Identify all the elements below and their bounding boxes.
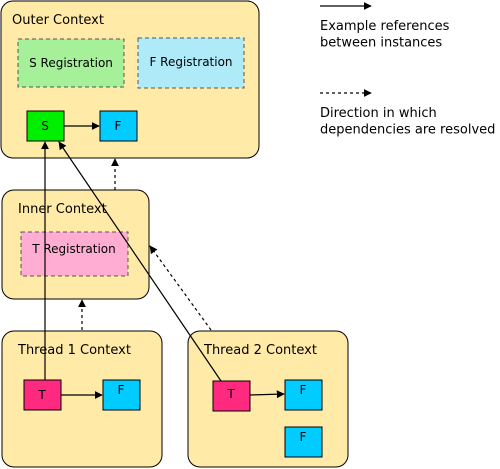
f-instance-thread1 xyxy=(102,379,141,411)
inner-context: Inner Context T Registration xyxy=(1,189,150,300)
f-instance-outer-label: F xyxy=(115,119,122,133)
outer-context-title: Outer Context xyxy=(12,13,104,28)
s-registration-label: S Registration xyxy=(29,56,113,70)
reference-arrows xyxy=(41,122,285,399)
inner-context-title: Inner Context xyxy=(18,202,107,217)
s-registration-box xyxy=(17,38,125,88)
t-instance-thread1-label: T xyxy=(37,388,46,402)
thread2-context-title: Thread 2 Context xyxy=(203,343,317,358)
t-instance-thread2 xyxy=(212,380,251,412)
f-registration-label: F Registration xyxy=(149,55,232,69)
f-instance-outer xyxy=(99,110,138,142)
thread1-context-title: Thread 1 Context xyxy=(17,343,131,358)
f-instance-thread2-b xyxy=(284,426,323,458)
f-instance-thread2-a xyxy=(284,379,323,411)
arrow-thread2-to-inner xyxy=(149,245,212,331)
t-instance-thread2-label: T xyxy=(226,387,235,401)
t-registration-label: T Registration xyxy=(31,242,116,256)
t-registration-box xyxy=(20,231,129,277)
s-instance-label: S xyxy=(41,119,49,133)
legend-text-line: dependencies are resolved xyxy=(320,122,495,137)
legend-text-line: Direction in which xyxy=(320,106,437,121)
resolution-arrows xyxy=(78,158,212,331)
legend-text-line: Example references xyxy=(320,19,450,34)
legend-text-line: between instances xyxy=(320,35,442,50)
thread1-context: Thread 1 Context T F xyxy=(1,330,163,468)
arrow-t2-to-f xyxy=(249,390,285,399)
thread1-context-box xyxy=(1,330,163,468)
f-instance-thread2-b-label: F xyxy=(300,430,307,444)
t-instance-thread1 xyxy=(23,379,62,411)
thread2-context: Thread 2 Context T F F xyxy=(187,330,349,468)
f-registration-box xyxy=(137,37,245,89)
s-instance xyxy=(26,110,65,142)
f-instance-thread1-label: F xyxy=(118,383,125,397)
arrow-t2-to-s xyxy=(58,141,222,382)
outer-context: Outer Context S Registration F Registrat… xyxy=(0,0,260,159)
f-instance-thread2-a-label: F xyxy=(300,383,307,397)
